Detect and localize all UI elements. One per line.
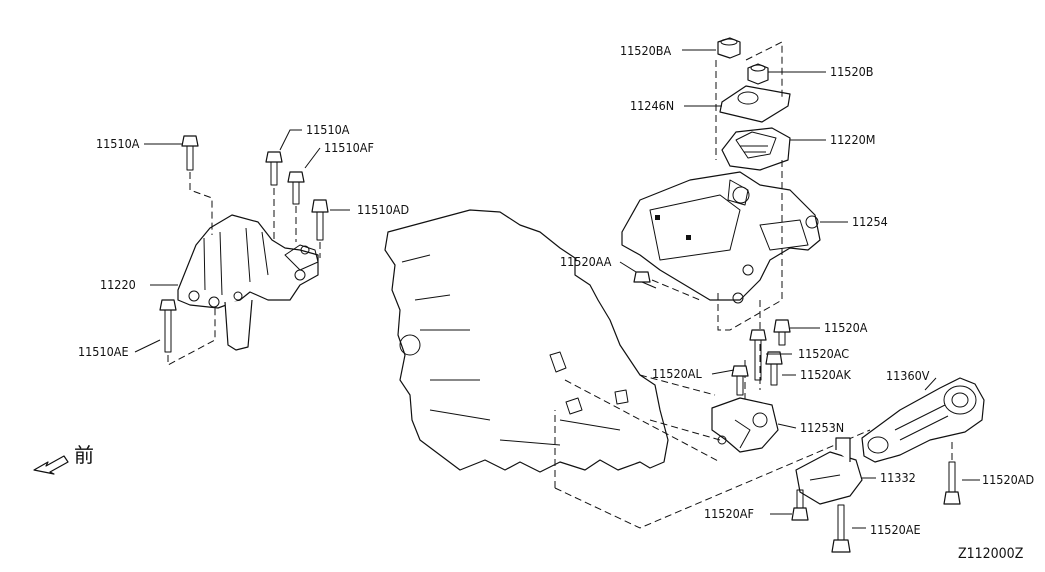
bolt-11520AD-icon [943,440,961,505]
bolt-11510A-top-icon [265,151,283,186]
mount-bracket-11254-icon [621,171,821,304]
label-11332: 11332 [880,470,916,485]
label-11520AF: 11520AF [704,506,754,521]
label-11510AD: 11510AD [357,202,409,217]
bolt-11520AA-icon [633,271,657,289]
front-direction-arrow-icon [33,455,69,475]
bolt-11510AE-icon [159,299,177,353]
plate-11246N-icon [719,85,791,123]
left-dashed-lines [167,172,321,366]
label-11253N: 11253N [800,420,844,435]
label-11520A: 11520A [824,320,868,335]
label-11254: 11254 [852,214,888,229]
bolt-11520A-icon [773,319,791,346]
label-11220: 11220 [100,277,136,292]
label-11520AK: 11520AK [800,367,851,382]
engine-block [384,209,669,473]
leader-lines [134,49,980,529]
bolt-11510AF-icon [287,171,305,205]
bolt-11510AD-icon [311,199,329,241]
label-11510AE: 11510AE [78,344,129,359]
label-11520BA: 11520BA [620,43,671,58]
bolt-11520AK-icon [765,351,783,386]
nut-11520B-icon [747,63,769,85]
label-11510A-left: 11510A [96,136,140,151]
label-11510A-top: 11510A [306,122,350,137]
label-11520AD: 11520AD [982,472,1034,487]
torque-rod-11360V-icon [861,377,985,463]
insulator-11220M-icon [721,127,791,171]
bolt-11510A-left-icon [181,135,199,171]
label-11520AA: 11520AA [560,254,612,269]
label-11510AF: 11510AF [324,140,374,155]
label-11520AC: 11520AC [798,346,849,361]
bolt-11520AC-icon [749,329,767,381]
nut-11520BA-icon [717,37,741,59]
bolt-11520AE-icon [831,504,851,553]
label-11520AL: 11520AL [652,366,702,381]
label-11360V: 11360V [886,368,930,383]
bracket-11253N-icon [711,397,779,453]
front-label: 前 [74,443,94,467]
label-11220M: 11220M [830,132,875,147]
diagram-code: Z112000Z [958,546,1024,562]
bolt-11520AL-icon [731,365,749,396]
label-11520AE-partial: 11520AE [870,522,921,537]
label-11520B: 11520B [830,64,873,79]
right-dashed-lines [651,41,783,410]
label-11246N: 11246N [630,98,674,113]
bolt-11520AF-icon [791,489,809,521]
part-labels: 11510A 11510A 11510AF 11510AD 11220 1151… [74,43,1034,562]
engine-mount-11220 [177,214,319,351]
engine-dashed-links [554,374,871,529]
